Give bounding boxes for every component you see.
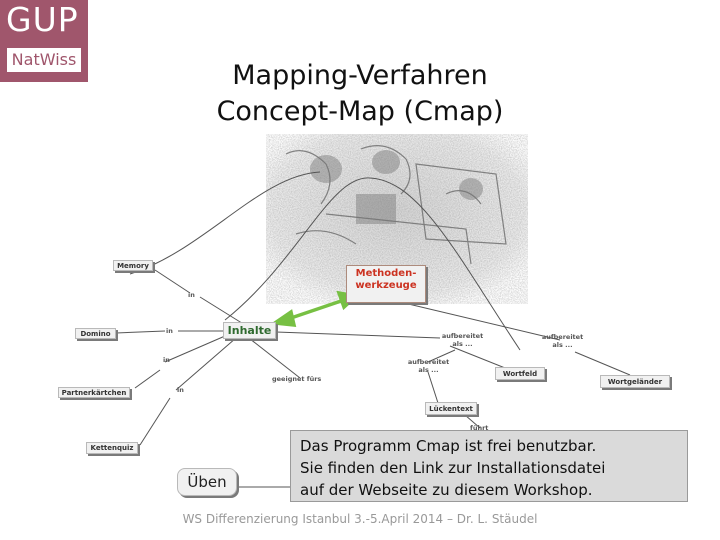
info-line3: auf der Webseite zu diesem Workshop. <box>300 481 593 499</box>
logo-top-text: GUP <box>6 0 79 39</box>
node-ueben: Üben <box>177 468 237 496</box>
slide-title-line2: Concept-Map (Cmap) <box>216 96 504 127</box>
node-wortgelaender: Wortgeländer <box>600 375 670 388</box>
link-aufbereitet-3: aufbereitet als ... <box>407 358 450 374</box>
slide-footer: WS Differenzierung Istanbul 3.-5.April 2… <box>182 512 538 526</box>
node-methoden-line1: Methoden- <box>355 268 417 279</box>
node-inhalte: Inhalte <box>223 322 276 339</box>
gup-natwiss-logo: GUP NatWiss <box>0 0 88 82</box>
bell-curve <box>129 171 321 275</box>
node-wortfeld: Wortfeld <box>495 367 545 380</box>
info-line2: Sie finden den Link zur Installationsdat… <box>300 459 606 477</box>
link-aufbereitet-1: aufbereitet als ... <box>441 332 484 348</box>
link-in-partner: in <box>163 356 170 364</box>
node-methoden-line2: werkzeuge <box>355 280 417 291</box>
link-in-domino: in <box>166 327 173 335</box>
link-aufbereitet-2: aufbereitet als ... <box>541 333 584 349</box>
slide-title-line1: Mapping-Verfahren <box>232 60 488 91</box>
link-geeignet: geeignet fürs <box>272 375 322 383</box>
node-memory: Memory <box>113 260 153 271</box>
node-domino: Domino <box>75 328 116 339</box>
info-line1: Das Programm Cmap ist frei benutzbar. <box>300 437 597 455</box>
node-kettenquiz: Kettenquiz <box>86 442 138 454</box>
link-in-kette: in <box>177 386 184 394</box>
link-in-memory: in <box>188 291 195 299</box>
link-fuehrt: führt <box>470 424 489 432</box>
node-lueckentext: Lückentext <box>425 402 477 415</box>
info-box: Das Programm Cmap ist frei benutzbar. Si… <box>290 430 688 502</box>
slide-title: Mapping-Verfahren Concept-Map (Cmap) <box>150 58 570 130</box>
node-methodenwerkzeuge: Methoden- werkzeuge <box>346 265 426 303</box>
node-partnerkaertchen: Partnerkärtchen <box>58 387 130 398</box>
logo-bottom-text: NatWiss <box>7 48 81 72</box>
